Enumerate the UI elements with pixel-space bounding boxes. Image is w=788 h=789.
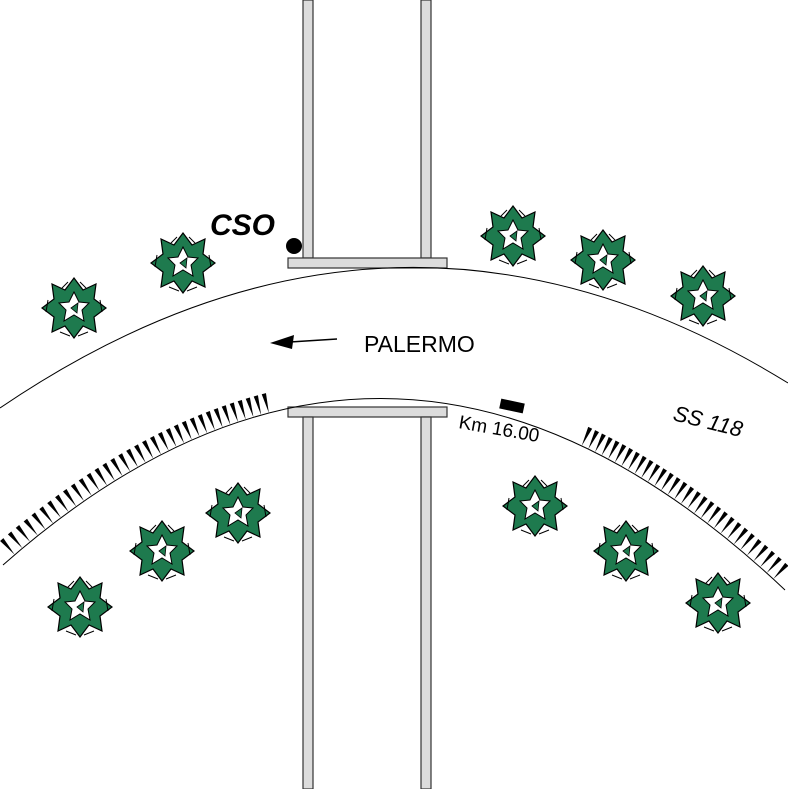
- embankment-tick: [102, 462, 115, 481]
- bridge-top: [287, 0, 448, 269]
- embankment-tick: [608, 440, 620, 460]
- embankment-tick: [588, 430, 600, 450]
- embankment-tick: [713, 511, 728, 529]
- embankment-tick: [687, 491, 701, 509]
- tree-icon: [480, 205, 546, 267]
- embankment-tick: [707, 506, 722, 524]
- embankment-tick: [181, 420, 192, 441]
- embankment-tick: [614, 444, 627, 463]
- bridge-deck-bottom: [287, 406, 448, 418]
- embankment-tick: [720, 516, 735, 534]
- embankment-tick: [134, 444, 146, 463]
- embankment-tick: [213, 408, 223, 428]
- direction-arrow-icon: [270, 335, 338, 349]
- embankment-tick: [581, 426, 593, 446]
- embankment-tick: [693, 496, 708, 514]
- embankment-tick: [205, 411, 215, 431]
- tree-icon: [670, 265, 736, 327]
- embankment-tick: [766, 556, 782, 574]
- embankment-tick: [753, 544, 769, 562]
- embankment-tick: [149, 435, 162, 455]
- embankment-tick: [594, 433, 606, 453]
- road-edge-upper: [0, 266, 788, 409]
- embankment-tick: [601, 436, 613, 456]
- embankment-tick: [142, 440, 154, 459]
- tree-icons: [41, 205, 751, 638]
- embankment-tick: [47, 500, 61, 518]
- embankment-left: [0, 393, 269, 555]
- bridge-beam-left-bottom: [302, 416, 314, 789]
- embankment-tick: [641, 459, 654, 479]
- embankment-tick: [674, 481, 688, 500]
- bridge-beam-right-top: [420, 0, 432, 259]
- embankment-tick: [62, 488, 77, 507]
- embankment-tick: [165, 428, 177, 448]
- embankment-tick: [660, 472, 674, 491]
- tree-icon: [129, 520, 195, 582]
- embankment-tick: [746, 538, 762, 556]
- embankment-tick: [253, 395, 262, 416]
- embankment-tick: [118, 453, 131, 472]
- embankment-tick: [23, 518, 38, 536]
- station-icon: [286, 238, 302, 254]
- embankment-tick: [31, 512, 46, 530]
- bridge-deck-top: [287, 257, 448, 269]
- embankment-tick: [700, 501, 715, 519]
- embankment-tick: [78, 478, 92, 496]
- bridge-bottom: [287, 406, 448, 789]
- embankment-tick: [110, 457, 123, 477]
- km-marker-icon: [499, 398, 525, 414]
- embankment-tick: [86, 472, 100, 491]
- embankment-tick: [7, 531, 23, 549]
- embankment-tick: [229, 402, 239, 423]
- tree-icon: [205, 482, 271, 544]
- embankment-tick: [15, 525, 31, 542]
- embankment-tick: [237, 399, 246, 420]
- station-label: CSO: [210, 209, 275, 242]
- km-label: Km 16.00: [457, 412, 541, 447]
- embankment-tick: [773, 562, 788, 580]
- embankment-tick: [173, 424, 185, 444]
- tree-icon: [150, 232, 216, 294]
- tree-icon: [41, 277, 107, 339]
- embankment-tick: [245, 397, 254, 418]
- embankment-tick: [261, 393, 269, 414]
- embankment-tick: [94, 467, 108, 486]
- embankment-tick: [760, 550, 775, 568]
- direction-label: PALERMO: [364, 331, 475, 357]
- embankment-tick: [680, 486, 695, 505]
- embankment-tick: [70, 483, 85, 502]
- tree-icon: [685, 572, 751, 634]
- embankment-tick: [667, 477, 681, 495]
- road-label: SS 118: [671, 401, 746, 443]
- embankment-tick: [740, 533, 755, 550]
- bridge-beam-left-top: [302, 0, 314, 259]
- embankment-tick: [221, 405, 231, 425]
- bridge-beam-right-bottom: [420, 416, 432, 789]
- embankment-right: [581, 426, 788, 580]
- embankment-tick: [189, 417, 200, 437]
- embankment-tick: [621, 447, 634, 467]
- embankment-tick: [727, 522, 742, 540]
- embankment-tick: [39, 506, 54, 524]
- embankment-tick: [654, 468, 667, 487]
- embankment-tick: [733, 527, 749, 545]
- embankment-tick: [55, 494, 69, 513]
- embankment-tick: [157, 431, 169, 451]
- tree-icon: [570, 229, 636, 291]
- tree-icon: [593, 520, 659, 582]
- road-edge-lower: [2, 398, 786, 591]
- embankment-tick: [647, 464, 661, 483]
- embankment-tick: [126, 448, 138, 468]
- tree-icon: [47, 576, 113, 638]
- embankment-tick: [0, 538, 15, 555]
- embankment-tick: [197, 414, 208, 434]
- embankment-tick: [634, 455, 647, 475]
- embankment-tick: [627, 451, 640, 471]
- tree-icon: [502, 475, 568, 537]
